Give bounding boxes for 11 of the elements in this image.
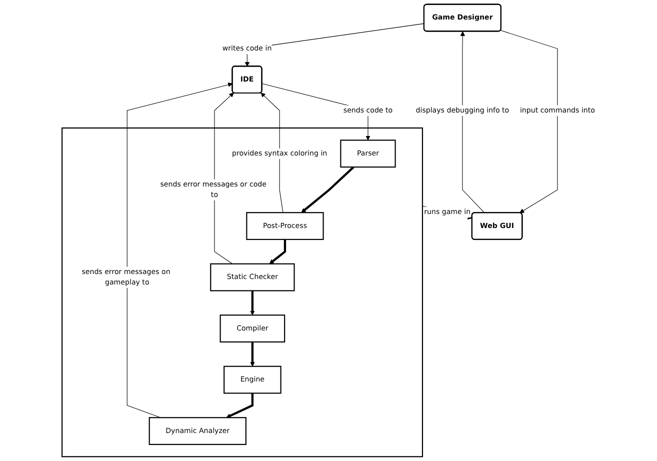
arrow <box>250 342 255 367</box>
arrow <box>460 31 485 214</box>
arrow <box>226 393 254 418</box>
arrow <box>301 166 354 213</box>
arrow <box>269 239 286 264</box>
arrow <box>500 30 558 214</box>
cluster <box>62 127 424 458</box>
arrow <box>126 82 233 418</box>
arrow <box>214 92 234 264</box>
arrow <box>260 92 284 213</box>
arrow <box>250 290 255 316</box>
